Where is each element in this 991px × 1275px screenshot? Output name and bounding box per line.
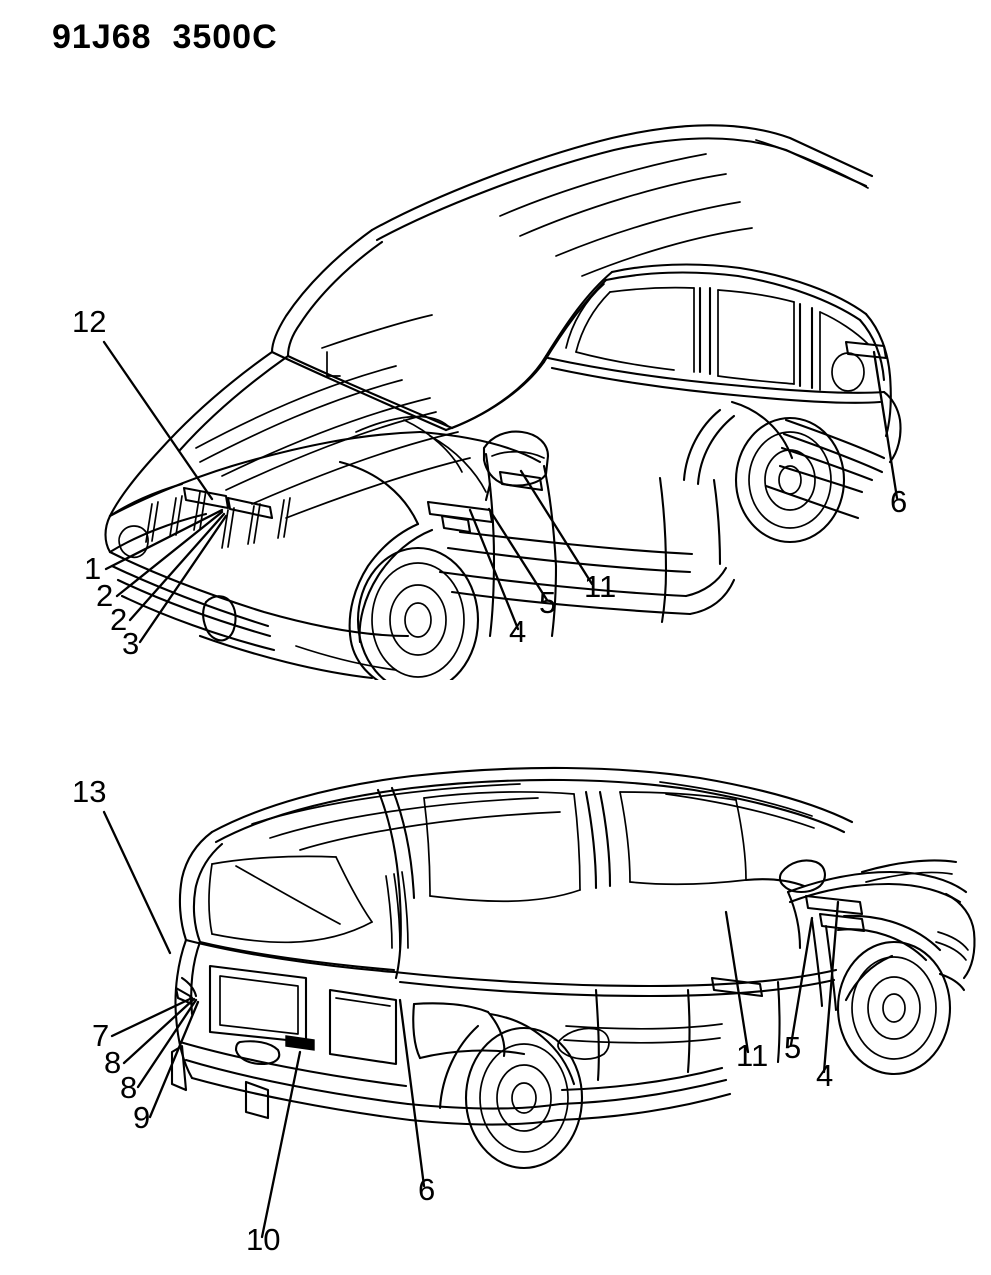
callout-label-1: 1 (84, 551, 101, 586)
callout-label-2a: 2 (96, 578, 113, 613)
callout-label-8a: 8 (104, 1045, 121, 1080)
lower-body-side-molding (440, 514, 472, 534)
leader-line-4 (468, 508, 520, 631)
leader-line-5-rear (789, 916, 814, 1047)
callout-label-7: 7 (92, 1018, 109, 1053)
callout-label-12: 12 (72, 304, 106, 339)
callout-label-13: 13 (72, 774, 106, 809)
front-door-handle (498, 470, 544, 492)
leader-line-11 (519, 469, 594, 586)
callout-label-10: 10 (246, 1222, 280, 1257)
leader-line-13 (102, 810, 172, 955)
leader-line-4-rear (822, 900, 840, 1074)
leader-line-8b (136, 998, 198, 1089)
liftgate-nameplate-decal (285, 1035, 315, 1051)
leader-line-11-rear (724, 910, 750, 1054)
leader-line-1 (104, 508, 224, 571)
callout-label-4-rear: 4 (816, 1058, 833, 1093)
callout-label-11-rear: 11 (736, 1038, 768, 1073)
leader-line-2b (128, 512, 226, 622)
callout-label-5-rear: 5 (784, 1030, 801, 1065)
leader-line-7 (110, 996, 194, 1038)
hood-nameplate-badge (182, 486, 274, 520)
leader-line-5 (487, 507, 549, 602)
leader-line-3 (138, 514, 228, 644)
leader-line-2a (115, 510, 224, 598)
callout-label-3: 3 (122, 626, 139, 661)
callout-label-4: 4 (509, 614, 526, 649)
callout-label-6-rear: 6 (418, 1172, 435, 1207)
rear-view-body-side-molding-upper (804, 894, 864, 916)
callout-label-6: 6 (890, 484, 907, 519)
leader-line-12 (102, 340, 214, 501)
leader-line-10 (260, 1050, 302, 1239)
callout-label-8b: 8 (120, 1070, 137, 1105)
rear-quarter-nameplate (844, 340, 888, 360)
leader-line-9 (148, 1000, 200, 1119)
callout-layer-rear: 13 7 8 8 9 10 6 11 5 4 (72, 774, 840, 1257)
vehicle-line-art-front (104, 124, 902, 680)
figure-rear-three-quarter-view: 13 7 8 8 9 10 6 11 5 4 (0, 700, 991, 1275)
leader-line-6 (872, 350, 899, 500)
callout-label-2b: 2 (110, 602, 127, 637)
figure-front-three-quarter-view: 12 1 2 2 3 4 5 11 6 (0, 80, 991, 680)
vehicle-line-art-rear (170, 766, 976, 1170)
leader-line-6-rear (398, 998, 426, 1188)
leader-line-8a (122, 997, 196, 1065)
callout-label-5: 5 (539, 585, 556, 620)
callout-label-11: 11 (584, 569, 616, 604)
rear-view-front-door-handle (710, 976, 764, 998)
callout-label-9: 9 (133, 1100, 150, 1135)
callout-layer-front: 12 1 2 2 3 4 5 11 6 (72, 304, 907, 661)
sheet-header-code: 91J68 3500C (52, 18, 278, 56)
